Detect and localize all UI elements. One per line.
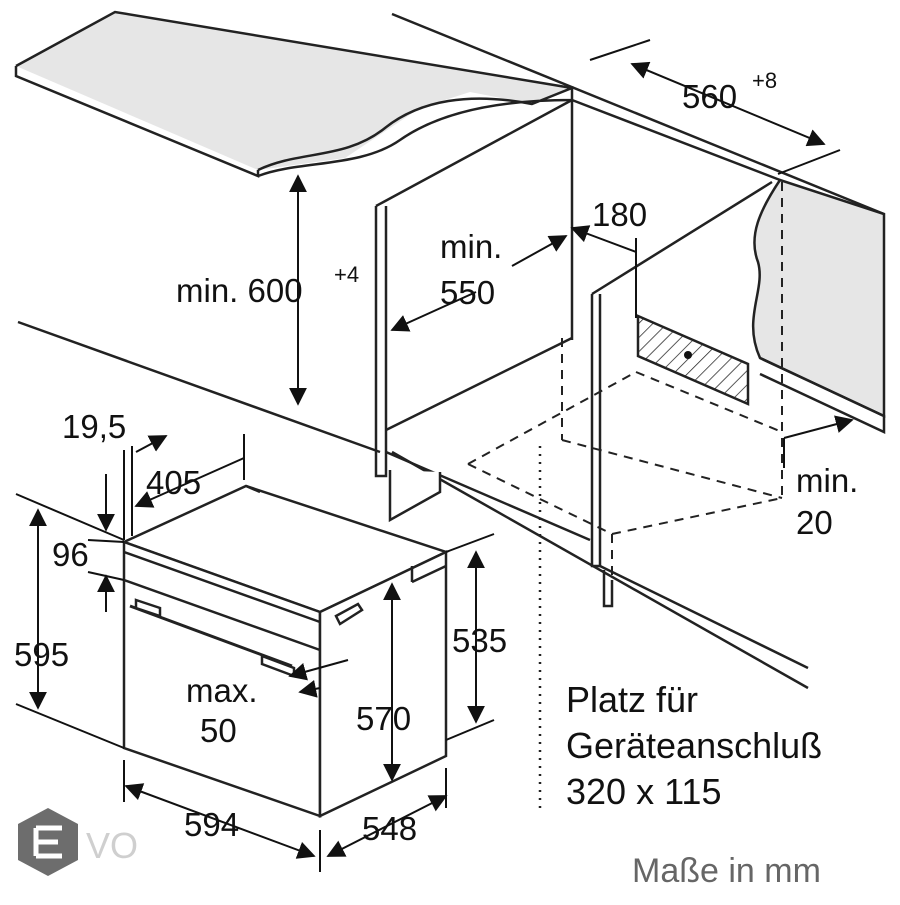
- watermark-text: VO: [86, 825, 138, 866]
- dim-back-gap: 180: [592, 196, 647, 233]
- dim-depth: 548: [362, 810, 417, 847]
- units-label: Maße in mm: [632, 852, 821, 890]
- dim-inner-height: 570: [356, 700, 411, 737]
- dim-niche-height: min. 600: [176, 272, 303, 309]
- connection-note-line1: Platz für: [566, 679, 698, 720]
- dim-panel-height: 96: [52, 536, 89, 573]
- dim-total-height: 595: [14, 636, 69, 673]
- dim-body-offset: 405: [146, 464, 201, 501]
- dimension-lines: [15, 39, 854, 872]
- dim-door-gap: 50: [200, 712, 237, 749]
- dim-niche-depth: 550: [440, 274, 495, 311]
- dim-width: 594: [184, 806, 239, 843]
- watermark: VO: [18, 808, 138, 876]
- dim-niche-height-tolerance: +4: [334, 262, 359, 287]
- dim-top-width-tolerance: +8: [752, 68, 777, 93]
- right-side-wall: [751, 178, 886, 434]
- connection-note-line3: 320 x 115: [566, 771, 721, 812]
- dim-face-thickness: 19,5: [62, 408, 126, 445]
- cabinet: [374, 98, 809, 670]
- hidden-lines: [467, 182, 783, 606]
- dim-body-height: 535: [452, 622, 507, 659]
- dim-front-gap: 20: [796, 504, 833, 541]
- dim-top-width: 560: [682, 78, 737, 115]
- connection-box: [636, 314, 750, 406]
- connection-note-line2: Geräteanschluß: [566, 725, 822, 766]
- dim-front-gap-label: min.: [796, 462, 858, 499]
- dim-door-gap-label: max.: [186, 672, 258, 709]
- dim-niche-depth-label: min.: [440, 228, 502, 265]
- oven: [120, 484, 450, 818]
